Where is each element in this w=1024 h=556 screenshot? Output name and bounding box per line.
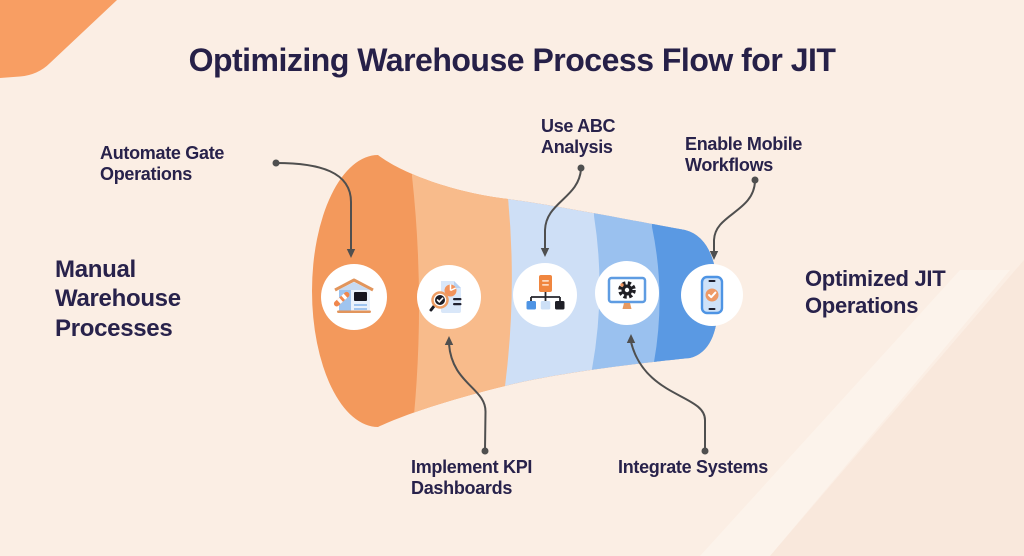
abc-hierarchy-icon bbox=[526, 275, 565, 310]
connector-dot-1 bbox=[272, 159, 280, 167]
arrowhead-up-4 bbox=[626, 334, 636, 343]
connector-dot-5 bbox=[751, 176, 759, 184]
connector-stage-5 bbox=[713, 180, 756, 253]
arrowhead-up-2 bbox=[444, 336, 454, 345]
monitor-gear-icon bbox=[607, 276, 647, 309]
arrowhead-down-1 bbox=[346, 249, 356, 258]
stage-label-automate-gate-operations: Automate Gate Operations bbox=[100, 143, 225, 185]
connector-stage-4 bbox=[630, 341, 706, 450]
stage-label-enable-mobile-workflows: Enable Mobile Workflows bbox=[685, 134, 803, 176]
arrowhead-down-3 bbox=[540, 248, 550, 257]
bottom-right-light-band bbox=[700, 270, 1010, 556]
mobile-check-icon bbox=[700, 275, 724, 315]
bottom-right-corner-accent bbox=[770, 260, 1024, 556]
connector-dot-2 bbox=[481, 447, 489, 455]
gate-automation-icon bbox=[333, 278, 374, 313]
funnel-start-label: Manual Warehouse Processes bbox=[55, 256, 181, 342]
connector-stage-3 bbox=[544, 168, 582, 250]
funnel-end-label: Optimized JIT Operations bbox=[805, 266, 946, 318]
arrowhead-down-5 bbox=[709, 251, 719, 260]
stage-label-use-abc-analysis: Use ABC Analysis bbox=[541, 116, 616, 158]
stage-label-implement-kpi-dashboards: Implement KPI Dashboards bbox=[411, 457, 533, 499]
connector-dot-4 bbox=[701, 447, 709, 455]
connector-stage-2 bbox=[448, 343, 487, 450]
page-title: Optimizing Warehouse Process Flow for JI… bbox=[188, 42, 836, 78]
stage-label-integrate-systems: Integrate Systems bbox=[618, 457, 768, 477]
kpi-document-icon bbox=[429, 281, 462, 313]
connector-dot-3 bbox=[577, 164, 585, 172]
connector-stage-1 bbox=[275, 162, 352, 251]
connectors bbox=[275, 162, 756, 450]
connector-markers bbox=[272, 159, 759, 455]
top-left-corner-accent bbox=[0, 0, 117, 78]
